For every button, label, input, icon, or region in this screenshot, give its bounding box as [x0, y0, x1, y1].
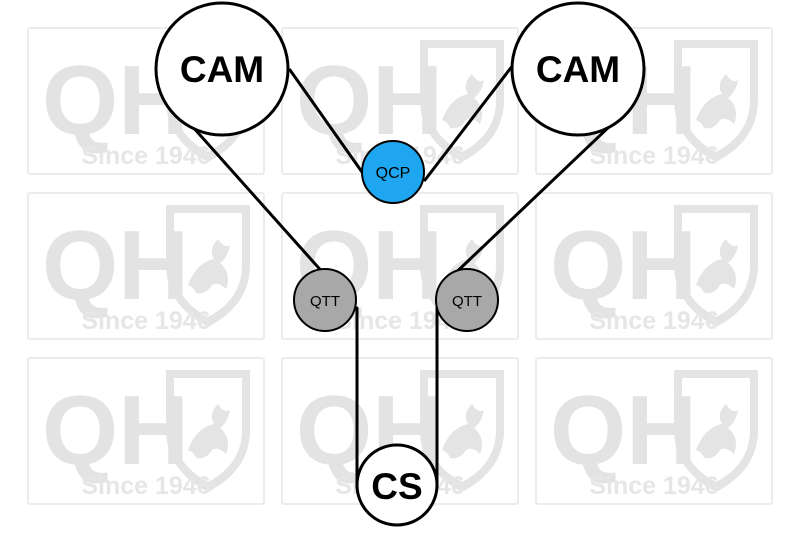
cam-left-label: CAM: [180, 49, 264, 90]
watermark-since-text: Since 1946: [81, 307, 210, 335]
belt-segment-left-cam-to-pump: [288, 68, 364, 174]
tensioner-right: QTT: [435, 268, 499, 332]
tensioner-right-label: QTT: [452, 293, 482, 310]
pump-label: QCP: [376, 165, 411, 182]
cam-pulley-right: CAM: [510, 1, 646, 137]
watermark-letters: QH: [550, 210, 697, 320]
watermark-since-text: Since 1946: [589, 472, 718, 500]
cam-right-label: CAM: [536, 49, 620, 90]
tensioner-left-label: QTT: [310, 293, 340, 310]
belt-segment-right-cam-to-pump: [423, 63, 515, 182]
belt-segment-right-cam-to-right-tensioner: [444, 122, 614, 284]
watermark-letters: QH: [42, 375, 189, 485]
watermark-since-text: Since 1946: [589, 307, 718, 335]
timing-belt: [190, 63, 614, 489]
tensioner-left: QTT: [293, 268, 357, 332]
watermark-letters: QH: [550, 375, 697, 485]
water-pump-pulley: QCP: [361, 140, 425, 204]
crankshaft-label: CS: [371, 466, 422, 507]
watermark-letters: QH: [42, 210, 189, 320]
watermark-since-text: Since 1946: [589, 142, 718, 170]
watermark-since-text: Since 1946: [81, 472, 210, 500]
cam-pulley-left: CAM: [154, 1, 290, 137]
watermark-since-text: Since 1946: [81, 142, 210, 170]
crankshaft-pulley: CS: [355, 443, 439, 527]
belt-segment-left-cam-to-left-tensioner: [190, 124, 327, 277]
watermark-letters: QH: [296, 45, 443, 155]
